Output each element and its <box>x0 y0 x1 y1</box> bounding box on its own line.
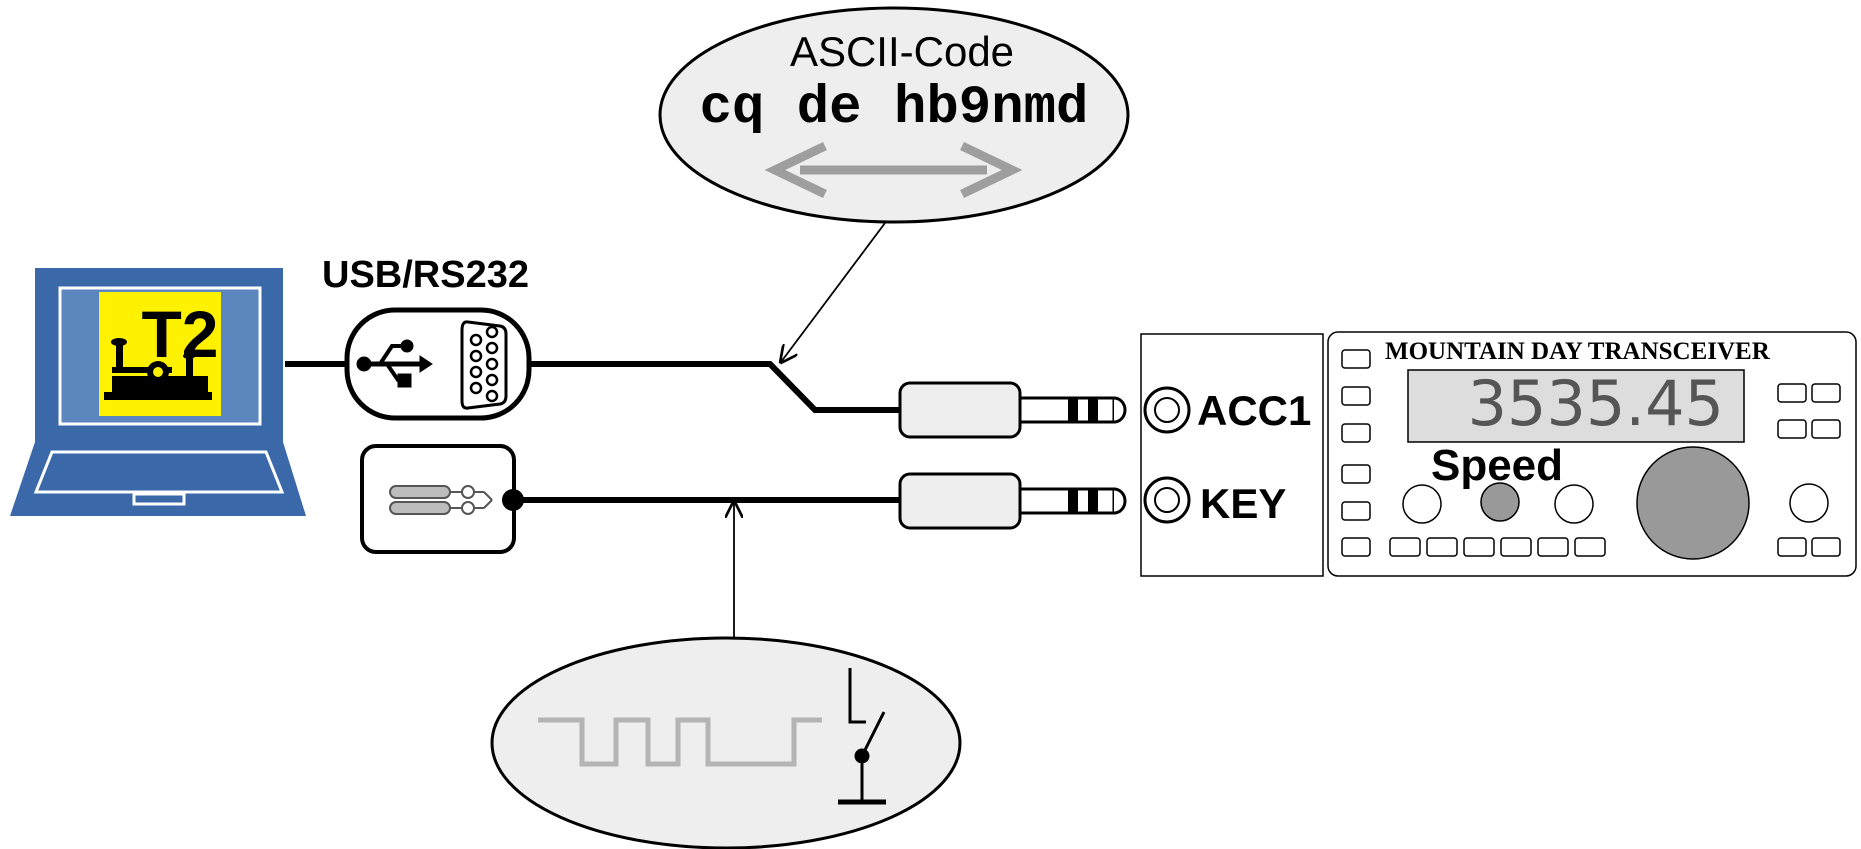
ascii-code-bubble: ASCII-Code cq de hb9nmd <box>658 6 1130 224</box>
bidirectional-arrow-icon <box>764 141 1023 199</box>
ascii-code-title: ASCII-Code <box>790 28 1014 75</box>
logo-text: T2 <box>141 297 218 371</box>
usb-rs232-adapter <box>344 307 532 421</box>
usb-icon <box>356 339 433 388</box>
knob-left <box>1402 484 1442 524</box>
key-plug <box>898 472 1127 530</box>
usb-rs232-label: USB/RS232 <box>322 254 529 296</box>
frequency-display <box>1407 369 1745 443</box>
ascii-code-text: cq de hb9nmd <box>700 78 1089 139</box>
transceiver-front-panel: MOUNTAIN DAY TRANSCEIVER 3535.45 <box>1327 331 1857 577</box>
acc-cable <box>529 361 900 413</box>
morse-key-icon <box>104 338 212 400</box>
jack-panel: ACC1 KEY <box>1140 333 1324 577</box>
acc1-label: ACC1 <box>1197 387 1311 434</box>
right-button-grid <box>1777 383 1841 557</box>
db9-connector-icon <box>460 320 508 410</box>
bottom-button-row <box>1389 537 1606 557</box>
square-wave-icon <box>538 717 822 767</box>
speed-knob <box>1480 482 1520 522</box>
knob-right <box>1554 484 1594 524</box>
keying-signal-bubble <box>490 636 962 849</box>
speed-label: Speed <box>1431 441 1563 490</box>
frequency-readout: 3535.45 <box>1468 367 1724 440</box>
knob-far-right <box>1789 483 1829 523</box>
paddle-icon <box>389 485 493 515</box>
transceiver-brand: MOUNTAIN DAY TRANSCEIVER <box>1385 338 1771 365</box>
main-tuning-knob <box>1636 446 1750 560</box>
laptop-icon: T2 <box>10 268 306 516</box>
key-label: KEY <box>1200 480 1286 527</box>
acc1-plug <box>898 381 1127 439</box>
switch-icon <box>838 668 886 805</box>
left-button-column <box>1341 349 1371 557</box>
keyer-box <box>360 444 524 554</box>
ascii-pointer-arrow <box>781 222 886 362</box>
